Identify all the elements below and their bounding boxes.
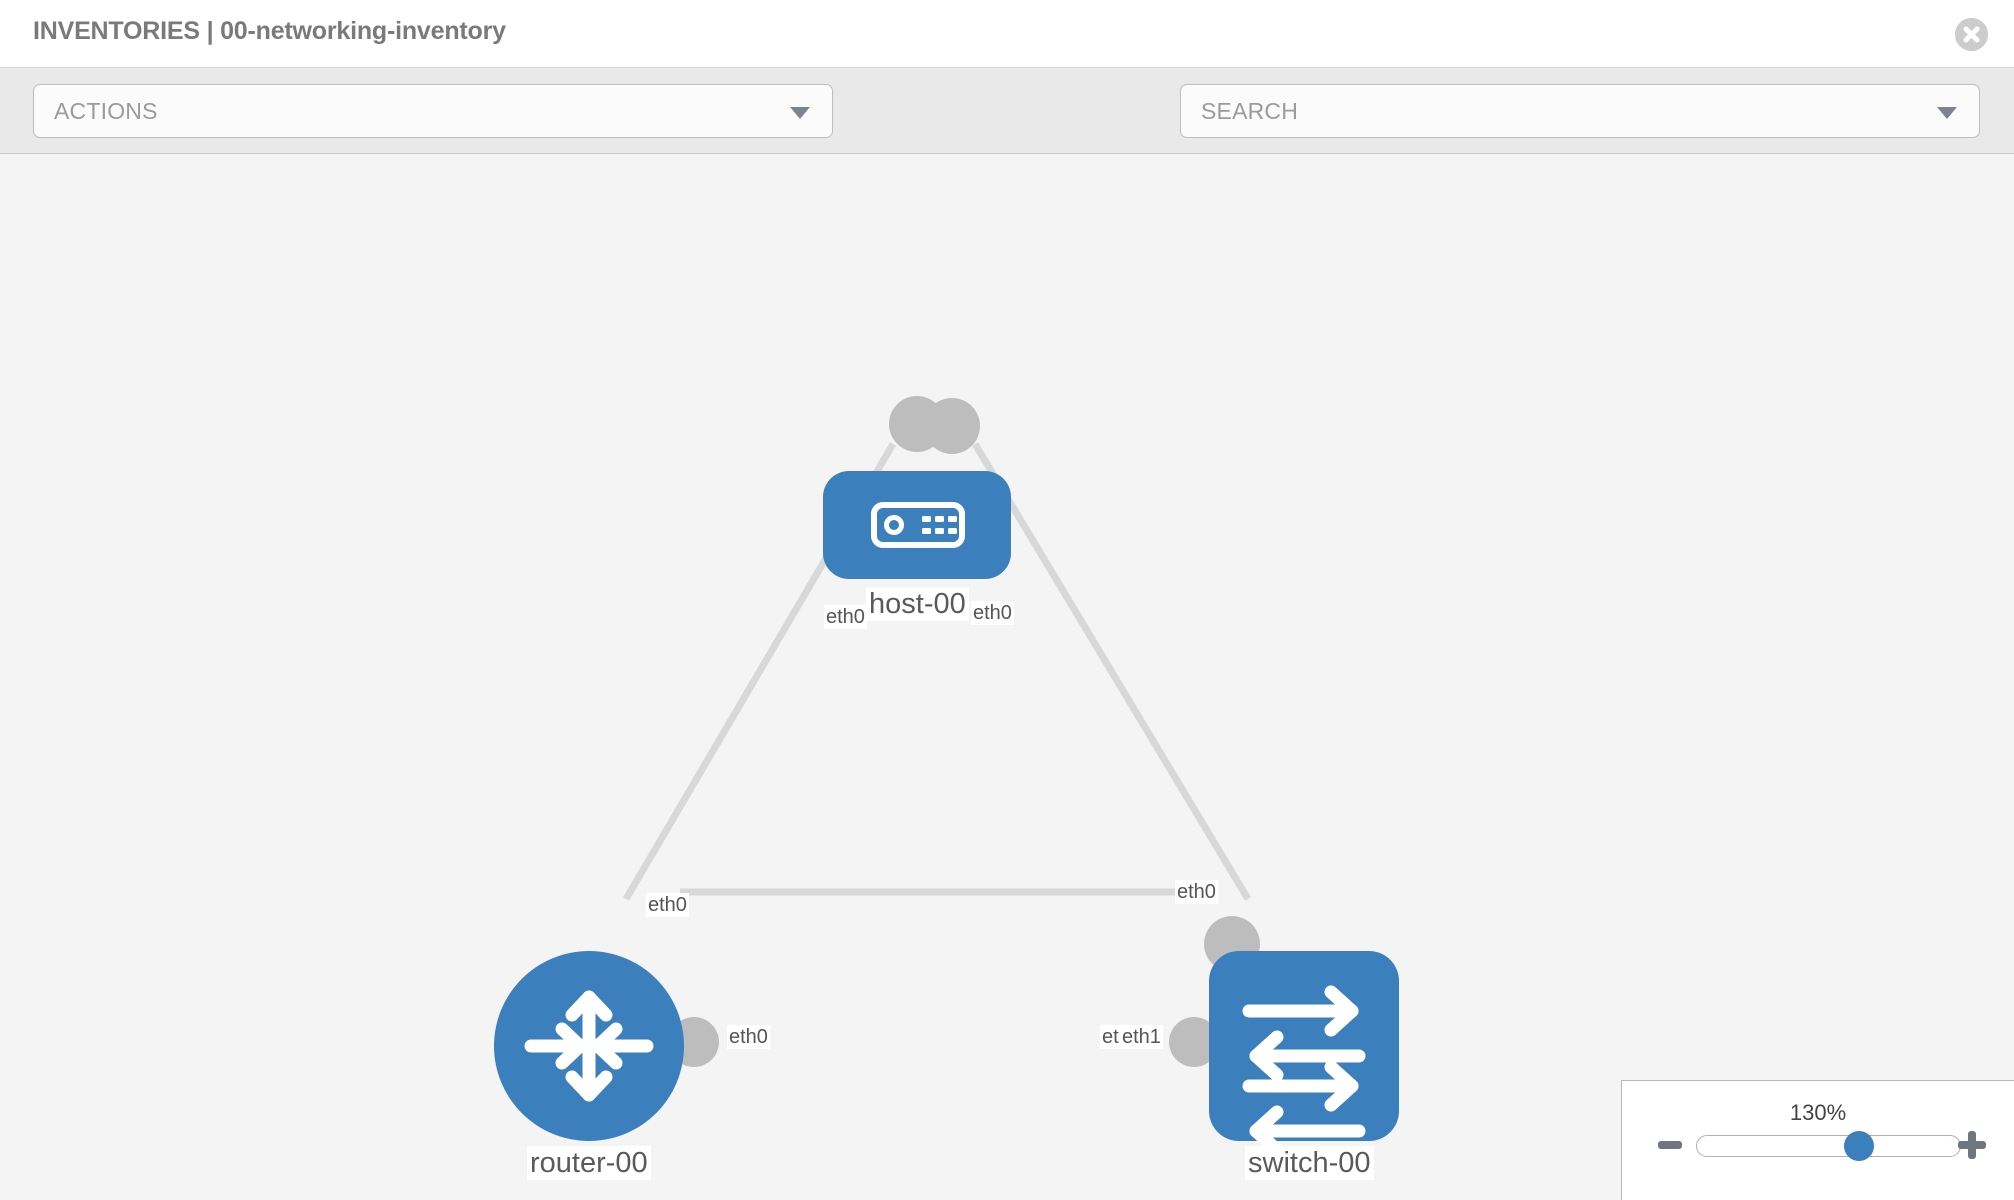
- page-header: INVENTORIES | 00-networking-inventory: [0, 0, 2014, 68]
- interface-label-router00-eth0-uplink: eth0: [646, 893, 689, 917]
- minus-icon[interactable]: [1658, 1141, 1682, 1149]
- node-label-host-00: host-00: [866, 587, 969, 621]
- interface-label-switch00-eth0-uplink: eth0: [1175, 880, 1218, 904]
- node-label-router-00: router-00: [527, 1146, 651, 1180]
- search-input[interactable]: SEARCH: [1180, 84, 1980, 138]
- zoom-percent-label: 130%: [1789, 1100, 1847, 1125]
- interface-label-router00-eth0: eth0: [727, 1025, 770, 1049]
- chevron-down-icon[interactable]: [1937, 107, 1957, 119]
- chevron-down-icon: [790, 107, 810, 119]
- actions-dropdown[interactable]: ACTIONS: [33, 84, 833, 138]
- interface-nub-host00-eth0-right[interactable]: [924, 398, 980, 454]
- node-host-00[interactable]: [823, 471, 1011, 579]
- plus-icon[interactable]: [1958, 1131, 1986, 1159]
- topology-graph: [494, 396, 1399, 1157]
- page-title: INVENTORIES | 00-networking-inventory: [33, 17, 506, 45]
- zoom-control-panel: 130%: [1621, 1080, 2014, 1200]
- node-label-switch-00: switch-00: [1245, 1146, 1374, 1180]
- interface-label-host00-eth0-left: eth0: [824, 605, 867, 629]
- interface-label-host00-eth0-right: eth0: [971, 601, 1014, 625]
- zoom-slider-thumb[interactable]: [1844, 1131, 1875, 1161]
- node-router-00[interactable]: [494, 951, 684, 1141]
- link-host00-switch00[interactable]: [971, 442, 1252, 901]
- zoom-slider-track[interactable]: [1696, 1135, 1961, 1157]
- topology-canvas[interactable]: host-00 router-00 switch-00 eth0 eth0 et…: [0, 154, 2014, 1200]
- close-icon[interactable]: [1955, 18, 1988, 51]
- node-switch-00[interactable]: [1209, 951, 1399, 1157]
- interface-nub-switch00-eth1[interactable]: [1169, 1017, 1219, 1067]
- toolbar: ACTIONS SEARCH: [0, 68, 2014, 200]
- interface-label-switch00-eth1: eth1: [1120, 1025, 1163, 1049]
- search-input-value: SEARCH: [1201, 98, 1299, 124]
- actions-dropdown-label: ACTIONS: [54, 98, 158, 124]
